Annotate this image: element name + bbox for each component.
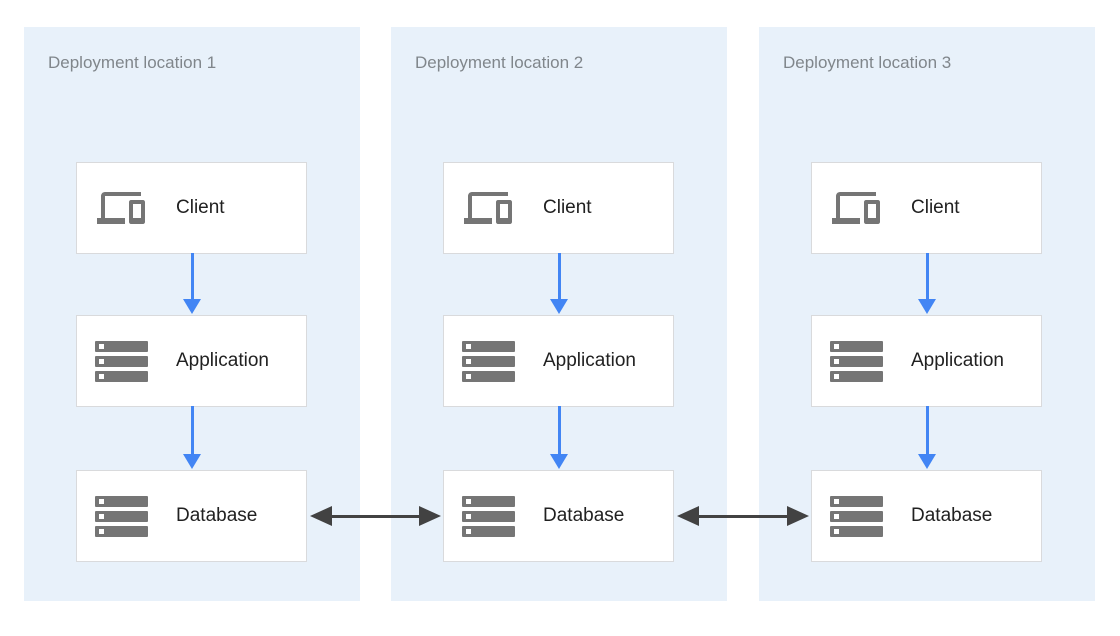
server-stack-icon [459, 492, 517, 540]
flow-arrow-down-icon [918, 406, 936, 469]
server-stack-icon [459, 337, 517, 385]
database-box: Database [443, 470, 674, 562]
arrow-shaft [925, 253, 929, 301]
application-box: Application [443, 315, 674, 407]
deployment-panel-3: Deployment location 3 Client Application [759, 27, 1095, 601]
server-stack-icon [827, 492, 885, 540]
database-box: Database [811, 470, 1042, 562]
flow-arrow-down-icon [550, 406, 568, 469]
node-label: Database [543, 505, 625, 526]
client-box: Client [811, 162, 1042, 254]
flow-arrow-down-icon [183, 406, 201, 469]
flow-arrow-down-icon [550, 253, 568, 314]
devices-icon [92, 184, 150, 232]
arrow-shaft [324, 514, 427, 518]
arrow-shaft [557, 253, 561, 301]
arrow-shaft [557, 406, 561, 456]
arrow-head-down-icon [918, 299, 936, 314]
arrow-head-down-icon [183, 299, 201, 314]
flow-arrow-down-icon [918, 253, 936, 314]
arrow-head-right-icon [787, 506, 809, 526]
panel-title: Deployment location 3 [783, 53, 952, 72]
application-box: Application [76, 315, 307, 407]
arrow-shaft [691, 514, 795, 518]
node-label: Application [543, 350, 636, 371]
db-sync-arrow-2-3 [677, 506, 809, 526]
arrow-shaft [190, 253, 194, 301]
panel-title: Deployment location 2 [415, 53, 584, 72]
arrow-head-left-icon [677, 506, 699, 526]
server-stack-icon [92, 492, 150, 540]
node-label: Client [176, 197, 225, 218]
arrow-shaft [925, 406, 929, 456]
server-stack-icon [827, 337, 885, 385]
database-box: Database [76, 470, 307, 562]
arrow-head-left-icon [310, 506, 332, 526]
client-box: Client [443, 162, 674, 254]
devices-icon [459, 184, 517, 232]
node-label: Client [543, 197, 592, 218]
deployment-panel-1: Deployment location 1 Client Application [24, 27, 360, 601]
arrow-head-down-icon [550, 299, 568, 314]
application-box: Application [811, 315, 1042, 407]
arrow-head-down-icon [918, 454, 936, 469]
arrow-shaft [190, 406, 194, 456]
arrow-head-right-icon [419, 506, 441, 526]
node-label: Database [911, 505, 993, 526]
server-stack-icon [92, 337, 150, 385]
db-sync-arrow-1-2 [310, 506, 441, 526]
arrow-head-down-icon [550, 454, 568, 469]
devices-icon [827, 184, 885, 232]
node-label: Database [176, 505, 258, 526]
panel-title: Deployment location 1 [48, 53, 217, 72]
flow-arrow-down-icon [183, 253, 201, 314]
node-label: Client [911, 197, 960, 218]
node-label: Application [176, 350, 269, 371]
client-box: Client [76, 162, 307, 254]
deployment-panel-2: Deployment location 2 Client Application [391, 27, 727, 601]
arrow-head-down-icon [183, 454, 201, 469]
node-label: Application [911, 350, 1004, 371]
